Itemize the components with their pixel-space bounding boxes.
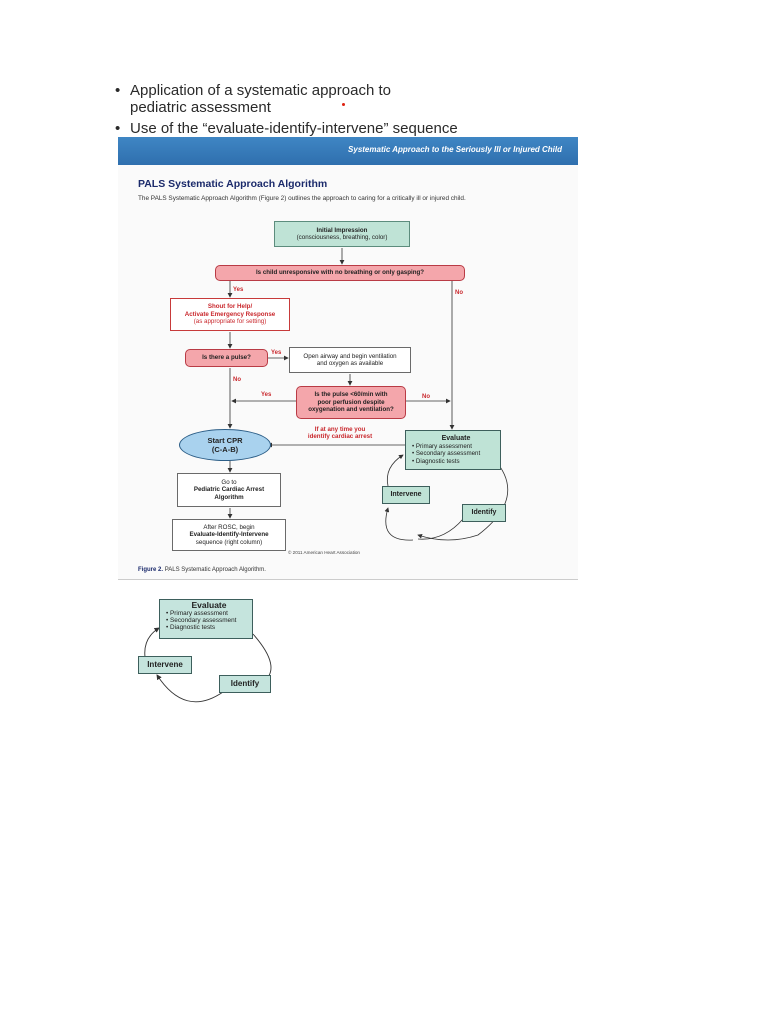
- figure-caption: Figure 2. PALS Systematic Approach Algor…: [138, 567, 266, 573]
- bullet-text: Use of the “evaluate-identify-intervene”…: [130, 120, 458, 137]
- label-no-2: No: [233, 377, 241, 383]
- cycle-intervene-label: Intervene: [147, 660, 183, 669]
- cycle-arc-bottom: [156, 674, 224, 703]
- cycle-arc-bottom: [384, 507, 414, 541]
- evaluate-box: Evaluate Primary assessment Secondary as…: [405, 430, 501, 470]
- bullet-item: • Application of a systematic approach t…: [112, 82, 450, 116]
- goto-line2: Pediatric Cardiac Arrest: [193, 486, 265, 494]
- figure-intro: The PALS Systematic Approach Algorithm (…: [138, 195, 466, 202]
- intervene-box: Intervene: [382, 486, 430, 504]
- bullet-dot: •: [115, 82, 121, 99]
- after-rosc-line1: After ROSC, begin: [203, 523, 255, 531]
- evaluate-item: Diagnostic tests: [412, 458, 480, 466]
- flow-arrows: [227, 248, 509, 541]
- cycle-evaluate-box: Evaluate Primary assessment Secondary as…: [159, 599, 253, 639]
- caption-label: Figure 2.: [138, 567, 164, 573]
- initial-impression-sub: (consciousness, breathing, color): [296, 234, 388, 241]
- open-airway-box: Open airway and begin ventilation and ox…: [289, 347, 411, 373]
- cycle-evaluate-item: Diagnostic tests: [166, 624, 252, 631]
- after-rosc-box: After ROSC, begin Evaluate-Identify-Inte…: [172, 519, 286, 551]
- bullet-text: Application of a systematic approach to …: [130, 82, 391, 116]
- pulse60-line1: Is the pulse <60/min with: [314, 391, 388, 399]
- cycle-arc-left: [144, 627, 160, 658]
- initial-impression-box: Initial Impression (consciousness, breat…: [274, 221, 410, 247]
- label-yes-3: Yes: [261, 392, 272, 398]
- label-yes-2: Yes: [271, 350, 282, 356]
- goto-line3: Algorithm: [214, 493, 244, 501]
- cycle-evaluate-item: Secondary assessment: [166, 617, 252, 624]
- pulse-question-text: Is there a pulse?: [202, 354, 251, 362]
- goto-line1: Go to: [221, 478, 237, 486]
- shout-sub: (as appropriate for setting): [193, 318, 267, 326]
- identify-label: Identify: [471, 509, 497, 517]
- cycle-identify-label: Identify: [230, 679, 260, 688]
- label-yes-1: Yes: [233, 287, 244, 293]
- cycle-identify-box: Identify: [219, 675, 271, 693]
- cycle-arc-left: [417, 518, 464, 540]
- cycle-intervene-box: Intervene: [138, 656, 192, 674]
- pulse60-line2: poor perfusion despite: [317, 398, 385, 406]
- caption-text: PALS Systematic Approach Algorithm.: [164, 567, 266, 573]
- pulse60-question: Is the pulse <60/min with poor perfusion…: [296, 386, 406, 419]
- start-cpr-line2: (C-A-B): [211, 445, 239, 454]
- open-airway-line1: Open airway and begin ventilation: [303, 352, 397, 360]
- shout-line1: Shout for Help/: [207, 303, 253, 311]
- pulse60-line3: oxygenation and ventilation?: [308, 406, 394, 414]
- evaluate-item: Secondary assessment: [412, 450, 480, 458]
- stray-red-dot: [342, 103, 345, 106]
- cycle-arc-right: [417, 458, 509, 541]
- at-any-time-line2: identify cardiac arrest: [307, 433, 373, 440]
- at-any-time-note: If at any time you identify cardiac arre…: [290, 425, 390, 441]
- label-no-3: No: [422, 394, 430, 400]
- pulse-question: Is there a pulse?: [185, 349, 268, 367]
- evaluate-title: Evaluate: [441, 435, 471, 442]
- copyright: © 2011 American Heart Association: [288, 550, 360, 555]
- cycle-evaluate-item: Primary assessment: [166, 610, 252, 617]
- label-no-1: No: [455, 290, 463, 296]
- banner-text: Systematic Approach to the Seriously Ill…: [348, 145, 562, 154]
- evaluate-list: Primary assessment Secondary assessment …: [412, 443, 480, 466]
- bullet-dot: •: [115, 120, 121, 137]
- start-cpr-line1: Start CPR: [207, 436, 243, 445]
- open-airway-line2: and oxygen as available: [316, 360, 384, 367]
- cycle-arc-top: [386, 454, 404, 487]
- figure-title: PALS Systematic Approach Algorithm: [138, 178, 328, 190]
- shout-line2: Activate Emergency Response: [184, 310, 276, 318]
- intervene-label: Intervene: [390, 491, 422, 499]
- figure-banner: Systematic Approach to the Seriously Ill…: [118, 137, 578, 165]
- evaluate-item: Primary assessment: [412, 443, 480, 451]
- cycle-evaluate-list: Primary assessment Secondary assessment …: [166, 610, 252, 632]
- unresponsive-question-text: Is child unresponsive with no breathing …: [255, 269, 425, 277]
- after-rosc-line3: sequence (right column): [195, 538, 263, 546]
- algorithm-figure: Systematic Approach to the Seriously Ill…: [118, 137, 578, 580]
- shout-for-help-box: Shout for Help/ Activate Emergency Respo…: [170, 298, 290, 331]
- bullet-list: • Application of a systematic approach t…: [112, 82, 460, 141]
- initial-impression-title: Initial Impression: [316, 226, 368, 234]
- cycle-evaluate-title: Evaluate: [191, 600, 227, 610]
- bullet-item: • Use of the “evaluate-identify-interven…: [112, 120, 460, 137]
- after-rosc-line2: Evaluate-Identify-Intervene: [189, 531, 269, 539]
- identify-box: Identify: [462, 504, 506, 522]
- unresponsive-question: Is child unresponsive with no breathing …: [215, 265, 465, 281]
- goto-arrest-box: Go to Pediatric Cardiac Arrest Algorithm: [177, 473, 281, 507]
- evaluate-cycle: Evaluate Primary assessment Secondary as…: [135, 596, 285, 714]
- start-cpr-ellipse: Start CPR (C-A-B): [179, 429, 271, 461]
- at-any-time-line1: If at any time you: [314, 425, 366, 433]
